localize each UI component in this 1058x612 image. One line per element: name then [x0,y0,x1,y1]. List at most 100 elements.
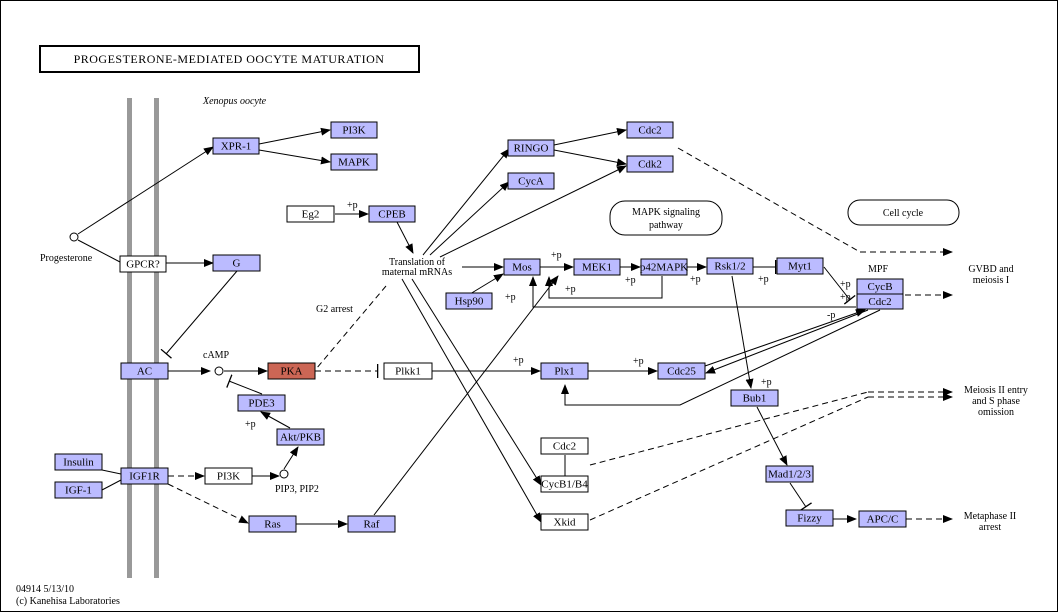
node-ringo[interactable]: RINGO [507,139,555,157]
node-rsk[interactable]: Rsk1/2 [706,257,754,275]
edge-label-p-mapk: +p [625,275,636,286]
node-box [445,292,493,310]
node-box [706,257,754,275]
node-cdc2-top[interactable]: Cdc2 [626,121,674,139]
node-cpeb[interactable]: CPEB [368,205,416,223]
node-hsp90[interactable]: Hsp90 [445,292,493,310]
node-plkk1[interactable]: Plkk1 [383,362,433,380]
camp-compound[interactable] [214,366,224,376]
edge-label-p-myt: +p [840,279,851,290]
pip-compound[interactable] [279,469,289,479]
node-plx1[interactable]: Plx1 [540,362,589,380]
node-gpcr[interactable]: GPCR? [119,255,167,273]
node-label: Cdc25 [667,366,696,378]
node-cyca[interactable]: CycA [507,172,555,190]
node-box [120,467,169,485]
pathway-mapk-signaling[interactable]: MAPK signaling pathway [609,200,723,236]
node-label: Ras [264,519,281,531]
translation-label-2: maternal mRNAs [382,267,452,278]
node-box [503,258,541,276]
node-p42mapk[interactable]: p42MAPK [640,258,688,276]
node-bub1[interactable]: Bub1 [730,389,779,407]
node-label: Myt1 [788,261,812,273]
edge-label-p-loop: +p [505,292,516,303]
mpf-label: MPF [868,264,888,275]
node-insulin[interactable]: Insulin [54,453,103,471]
node-fizzy[interactable]: Fizzy [785,509,834,527]
node-box [212,137,260,155]
node-igf1[interactable]: IGF-1 [54,481,103,499]
node-box [626,155,674,173]
camp-label: cAMP [203,350,230,361]
metaphase-label-2: arrest [979,522,1001,533]
node-ac[interactable]: AC [120,362,169,380]
node-label: Plkk1 [395,366,421,378]
progesterone-compound[interactable] [69,232,79,242]
node-box [507,139,555,157]
node-box [507,172,555,190]
node-eg2[interactable]: Eg2 [286,205,335,223]
node-mos[interactable]: Mos [503,258,541,276]
node-label: CycB [867,281,892,293]
node-box [573,258,621,276]
node-label: Mad1/2/3 [768,469,811,481]
node-cdc2-mpf[interactable]: Cdc2 [856,293,904,310]
node-box [120,362,169,380]
node-cdc2-mid[interactable]: Cdc2 [540,437,589,455]
node-mapk-top[interactable]: MAPK [330,153,378,171]
node-mad[interactable]: Mad1/2/3 [765,465,814,483]
edge-label-p-mpf: +p [840,292,851,303]
gvbd-label-1: GVBD and [968,264,1013,275]
metaphase-label-1: Metaphase II [964,511,1016,522]
node-xpr1[interactable]: XPR-1 [212,137,260,155]
node-box [540,362,589,380]
node-pde3[interactable]: PDE3 [237,394,286,412]
node-box [54,481,103,499]
node-cdk2[interactable]: Cdk2 [626,155,674,173]
node-pi3k-mid[interactable]: PI3K [204,467,253,485]
node-igf1r[interactable]: IGF1R [120,467,169,485]
node-g[interactable]: G [212,254,261,272]
node-pi3k-top[interactable]: PI3K [330,121,378,139]
node-box [776,257,824,275]
node-box [119,255,167,273]
node-cycb[interactable]: CycB [856,278,904,295]
node-box [248,515,297,533]
node-cycb14[interactable]: CycB1/B4 [540,475,589,493]
node-raf[interactable]: Raf [347,515,396,533]
edge-label-m-p: -p [827,310,835,321]
node-label: PI3K [342,125,365,137]
edge-label-p-mos: +p [551,250,562,261]
edge-label-p-pde3: +p [245,419,256,430]
node-box [330,121,378,139]
pathway-cell-cycle[interactable]: Cell cycle [847,199,960,226]
edge-label-p-plx: +p [513,355,524,366]
node-box [858,510,907,528]
node-apcc[interactable]: APC/C [858,510,907,528]
node-box [640,258,688,276]
node-box [347,515,396,533]
node-label: CycA [518,176,544,188]
node-label: CPEB [378,209,406,221]
node-label: Eg2 [302,209,320,221]
node-label: IGF1R [129,471,160,483]
node-cdc25[interactable]: Cdc25 [657,362,706,380]
edge-label-p-mapk2: +p [690,274,701,285]
node-myt1[interactable]: Myt1 [776,257,824,275]
edge-label-p-mek: +p [565,284,576,295]
node-pka[interactable]: PKA [267,362,316,380]
node-ras[interactable]: Ras [248,515,297,533]
node-label: Raf [364,519,380,531]
node-akt[interactable]: Akt/PKB [276,428,325,446]
node-label: PKA [280,366,302,378]
node-box [540,475,589,493]
node-mek1[interactable]: MEK1 [573,258,621,276]
edge-label-p-cdc25: +p [633,356,644,367]
cell-cycle-label: Cell cycle [883,208,924,219]
node-label: RINGO [514,143,549,155]
footer-id: 04914 5/13/10 [16,584,74,595]
edges-layer [77,127,953,528]
node-xkid[interactable]: Xkid [540,513,589,531]
mapk-signaling-label-1: MAPK signaling [632,207,700,218]
